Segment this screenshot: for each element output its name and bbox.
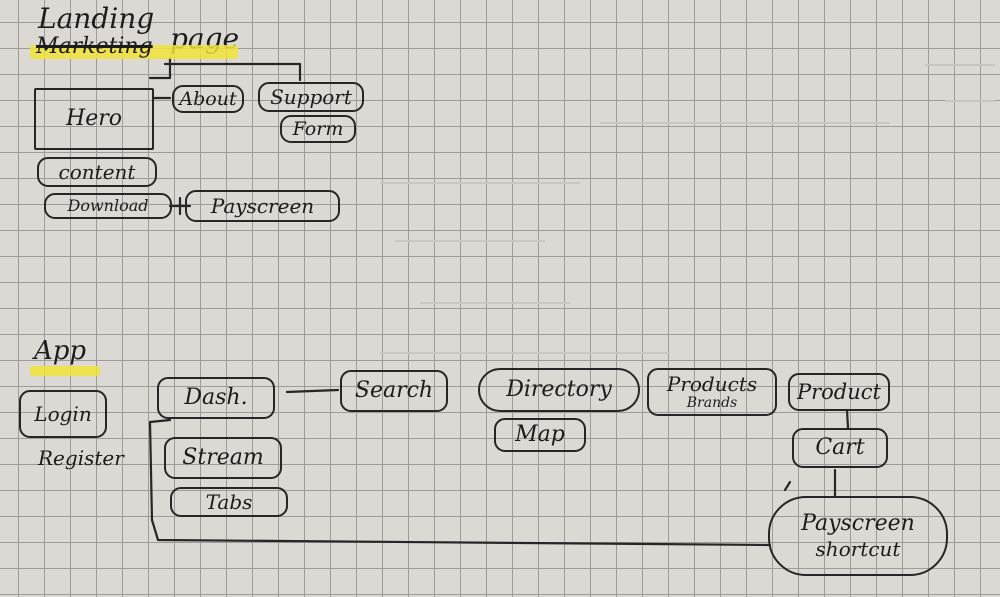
node-directory-label: Directory <box>506 377 612 402</box>
node-about-label: About <box>179 87 237 110</box>
node-download: Download <box>44 193 172 219</box>
node-login: Login <box>19 390 107 438</box>
node-shortcut-label: shortcut <box>815 537 901 561</box>
ghost-writing-5 <box>395 228 545 242</box>
landing-title: Landing <box>38 2 155 35</box>
node-payscreen-landing: Payscreen <box>185 190 340 222</box>
node-tabs: Tabs <box>170 487 288 517</box>
ghost-writing-3 <box>600 110 890 124</box>
node-payscreen-app-label: Payscreen <box>801 511 915 536</box>
ghost-writing-1 <box>925 50 995 66</box>
node-map: Map <box>494 418 586 452</box>
node-hero-label: Hero <box>66 106 122 131</box>
node-login-label: Login <box>34 402 92 426</box>
node-stream: Stream <box>164 437 282 479</box>
app-highlight <box>30 366 100 376</box>
node-products-brands: Products Brands <box>647 368 777 416</box>
node-payscreen-landing-label: Payscreen <box>210 194 315 218</box>
node-dash-label: Dash. <box>184 385 248 410</box>
node-brands-label: Brands <box>686 395 738 411</box>
ghost-writing-6 <box>420 290 570 304</box>
node-cart-label: Cart <box>815 435 865 460</box>
node-download-label: Download <box>67 196 149 215</box>
node-register-label: Register <box>38 446 124 470</box>
node-payscreen-shortcut: Payscreen shortcut <box>768 496 948 576</box>
node-dash: Dash. <box>157 377 275 419</box>
node-about: About <box>172 85 244 113</box>
node-search-label: Search <box>354 378 434 403</box>
node-support: Support <box>258 82 364 112</box>
node-stream-label: Stream <box>182 445 264 470</box>
node-map-label: Map <box>515 422 565 447</box>
node-product-label: Product <box>797 379 881 404</box>
node-product: Product <box>788 373 890 411</box>
node-hero: Hero <box>34 88 154 150</box>
node-tabs-label: Tabs <box>205 490 253 514</box>
node-form-label: Form <box>292 117 344 140</box>
landing-strikethrough-text: Marketing <box>36 34 153 59</box>
node-cart: Cart <box>792 428 888 468</box>
app-title: App <box>34 336 87 366</box>
ghost-writing-4 <box>380 170 580 184</box>
node-support-label: Support <box>270 85 352 109</box>
node-directory: Directory <box>478 368 640 412</box>
landing-highlight <box>30 45 238 59</box>
node-content: content <box>37 157 157 187</box>
ghost-writing-7 <box>380 340 670 354</box>
node-search: Search <box>340 370 448 412</box>
node-products-label: Products <box>666 372 758 396</box>
ghost-writing-2 <box>945 86 995 102</box>
node-form: Form <box>280 115 356 143</box>
node-content-label: content <box>58 160 136 184</box>
